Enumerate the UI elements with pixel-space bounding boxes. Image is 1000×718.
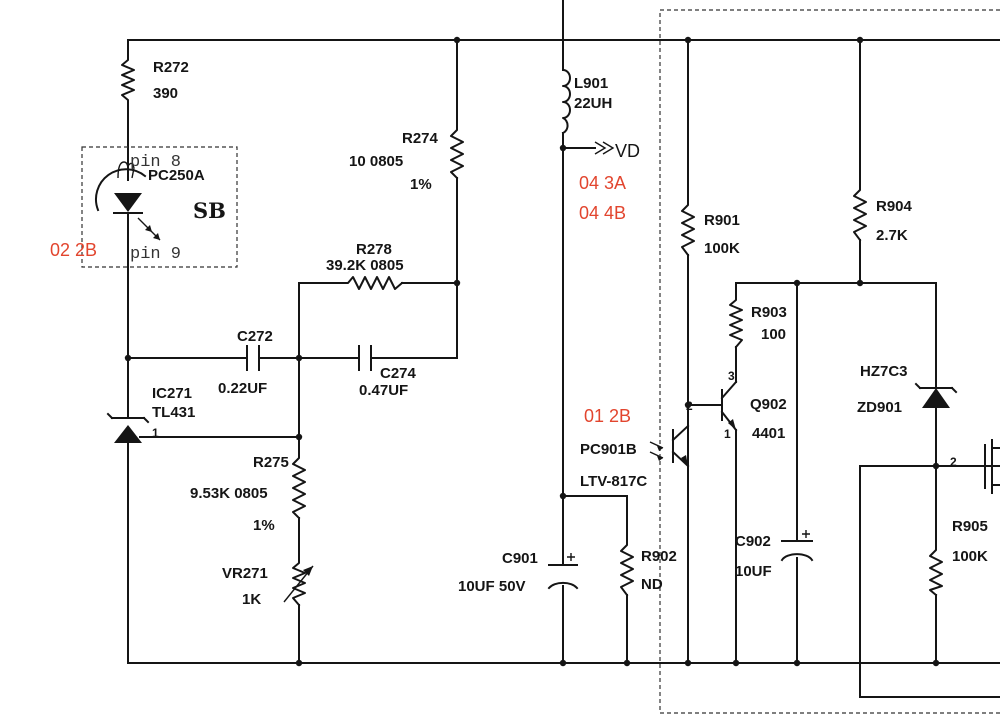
l901-value: 22UH [574, 95, 612, 112]
c902-symbol [780, 530, 814, 562]
r905-symbol [929, 544, 943, 597]
c902-value: 10UF [735, 563, 772, 580]
mosfet-gate-pin: 2 [950, 455, 957, 469]
c901-name: C901 [502, 550, 538, 567]
r275-symbol [292, 452, 306, 520]
r901-name: R901 [704, 212, 740, 229]
vr271-arrow [303, 566, 313, 576]
zd901-name: ZD901 [857, 399, 902, 416]
ic271-value: TL431 [152, 404, 195, 421]
q902-pin-c: 3 [728, 369, 735, 383]
ref-043a: 04 3A [579, 173, 626, 193]
r903-name: R903 [751, 304, 787, 321]
r278-value: 39.2K 0805 [326, 257, 404, 274]
r904-symbol [853, 184, 867, 242]
q902-pin-e: 1 [724, 427, 731, 441]
r274-name: R274 [402, 130, 439, 147]
r903-symbol [729, 294, 743, 349]
r278-symbol [341, 276, 404, 290]
r275-name: R275 [253, 454, 289, 471]
tl431-symbol [106, 412, 150, 443]
r901-symbol [681, 199, 695, 257]
sb-label: SB [193, 198, 226, 223]
pc901-name: PC901B [580, 441, 637, 458]
r905-value: 100K [952, 548, 988, 565]
q902-value: 4401 [752, 425, 785, 442]
vd-arrow-icon [594, 141, 615, 155]
pc250a-name: PC250A [148, 167, 205, 184]
junctions [124, 36, 940, 667]
c901-symbol [547, 553, 579, 590]
pc250a-led-symbol [95, 161, 161, 241]
pin9-label: pin 9 [130, 245, 181, 264]
r272-symbol [121, 54, 135, 106]
vr271-name: VR271 [222, 565, 268, 582]
pc901-transistor-symbol [649, 404, 690, 468]
ref-044b: 04 4B [579, 203, 626, 223]
c272-value: 0.22UF [218, 380, 267, 397]
c274-value: 0.47UF [359, 382, 408, 399]
l901-name: L901 [574, 75, 608, 92]
zd901-value: HZ7C3 [860, 363, 908, 380]
r272-value: 390 [153, 85, 178, 102]
zd901-symbol [914, 382, 958, 408]
q902-transistor-symbol [720, 380, 738, 432]
r905-name: R905 [952, 518, 988, 535]
vr271-symbol [292, 557, 306, 607]
ref-012b: 01 2B [584, 406, 631, 426]
c272-symbol [246, 345, 260, 371]
c272-name: C272 [237, 328, 273, 345]
mosfet-symbol [984, 439, 1000, 494]
r903-value: 100 [761, 326, 786, 343]
q902-pin-b: 2 [686, 399, 693, 413]
secondary-dashed-box [659, 9, 1000, 714]
r904-name: R904 [876, 198, 913, 215]
q902-name: Q902 [750, 396, 787, 413]
r275-value: 9.53K 0805 [190, 485, 268, 502]
r901-value: 100K [704, 240, 740, 257]
pc901-value: LTV-817C [580, 473, 647, 490]
r902-value: ND [641, 576, 663, 593]
labels: R272 390 pin 8 PC250A SB pin 9 02 2B R27… [50, 59, 988, 608]
pin8-label: pin 8 [130, 153, 181, 172]
c902-name: C902 [735, 533, 771, 550]
r275-tol: 1% [253, 517, 275, 534]
c274-symbol [358, 345, 372, 371]
l901-symbol [561, 68, 571, 135]
r272-name: R272 [153, 59, 189, 76]
r274-value: 10 0805 [349, 153, 403, 170]
c901-value: 10UF 50V [458, 578, 526, 595]
wires [127, 0, 1000, 698]
c274-name: C274 [380, 365, 417, 382]
optocoupler-dashed-box [81, 146, 238, 268]
r904-value: 2.7K [876, 227, 908, 244]
r278-name: R278 [356, 241, 392, 258]
ref-022b: 02 2B [50, 240, 97, 260]
r274-symbol [450, 124, 464, 180]
r902-symbol [620, 539, 634, 597]
ic271-name: IC271 [152, 385, 192, 402]
r902-name: R902 [641, 548, 677, 565]
vd-label: VD [615, 141, 640, 161]
ic271-pin: 1 [152, 426, 159, 440]
r274-tol: 1% [410, 176, 432, 193]
vr271-value: 1K [242, 591, 261, 608]
